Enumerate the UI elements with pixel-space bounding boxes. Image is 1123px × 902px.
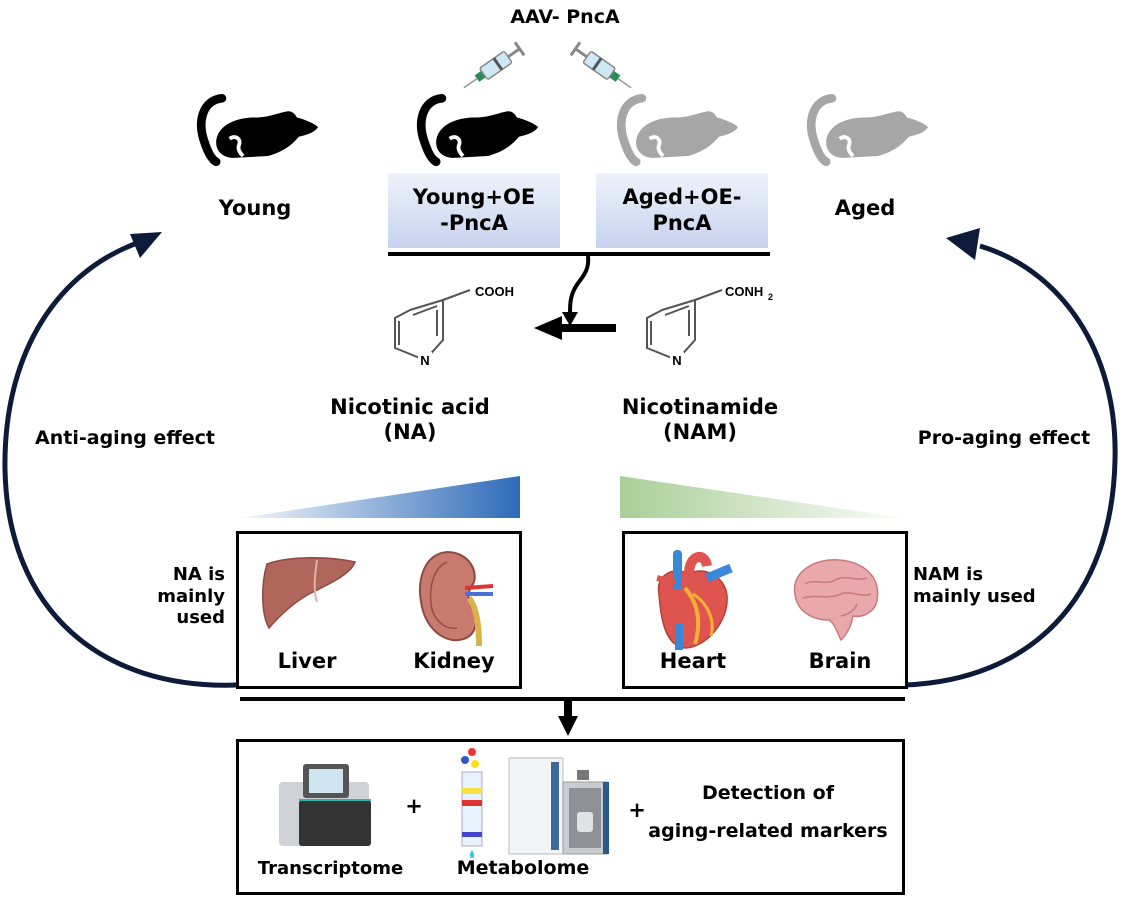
- down-arrow: [558, 700, 578, 736]
- liver-icon: [261, 557, 356, 630]
- title-aav-pnca: AAV- PncA: [510, 6, 620, 28]
- mouse-icon-young-oe: [415, 92, 540, 170]
- groups-divider-line: [388, 252, 770, 256]
- nicotinamide-structure: N CONH 2: [646, 284, 773, 368]
- plus-sign-2: +: [628, 798, 646, 822]
- nam-organs-box: Heart Brain: [622, 531, 908, 689]
- organ-label-heart: Heart: [659, 649, 727, 673]
- kidney-icon: [419, 550, 494, 647]
- organ-label-liver: Liver: [277, 649, 337, 673]
- pro-aging-arc-arrow: [904, 228, 1118, 688]
- na-ring-atom: N: [420, 353, 429, 368]
- analysis-box: + + Detection of aging-related markers T…: [236, 739, 905, 895]
- anti-aging-arc-arrow: [2, 232, 239, 688]
- group-box-young-oe: Young+OE -PncA: [388, 173, 560, 248]
- compound-name-nam: Nicotinamide (NAM): [610, 395, 790, 445]
- na-name: Nicotinic acid: [330, 395, 490, 419]
- detection-label: Detection of aging-related markers: [637, 774, 899, 850]
- mouse-icon-young: [195, 92, 320, 170]
- transcriptome-label: Transcriptome: [257, 858, 404, 879]
- nicotinic-acid-structure: N COOH: [394, 284, 514, 368]
- nam-usage-label: NAM is mainly used: [913, 564, 1053, 607]
- mouse-icon-aged-oe: [615, 92, 740, 170]
- nam-usage-line1: NAM is: [913, 564, 984, 585]
- organ-label-brain: Brain: [808, 649, 872, 673]
- na-usage-line1: NA is: [172, 564, 225, 585]
- organ-label-kidney: Kidney: [413, 649, 495, 673]
- organs-divider-line: [240, 697, 905, 701]
- group-label-young-oe-line2: -PncA: [440, 210, 508, 235]
- nam-ring-atom: N: [672, 353, 681, 368]
- nam-group-label: CONH: [725, 284, 763, 299]
- brain-icon: [793, 559, 879, 642]
- na-usage-label: NA is mainly used: [110, 564, 225, 629]
- heart-icon: [656, 550, 733, 650]
- na-abbr: (NA): [383, 420, 437, 445]
- syringe-icon-right: [569, 41, 632, 89]
- nam-name: Nicotinamide: [621, 395, 779, 419]
- anti-aging-label: Anti-aging effect: [35, 427, 215, 449]
- chromatography-column-icon: [461, 748, 483, 858]
- metabolome-label: Metabolome: [456, 857, 590, 879]
- sequencer-icon: [279, 764, 371, 846]
- detection-line1: Detection of: [702, 782, 834, 804]
- conversion-arrow: [534, 255, 616, 340]
- na-usage-line2: mainly used: [157, 585, 225, 629]
- mass-spectrometer-icon: [508, 757, 609, 855]
- group-box-aged-oe: Aged+OE- PncA: [596, 173, 768, 248]
- na-level-gradient: [240, 476, 520, 518]
- nam-abbr: (NAM): [663, 420, 737, 445]
- nam-usage-line2: mainly used: [913, 585, 1036, 607]
- group-label-young: Young: [218, 196, 292, 220]
- group-label-aged-oe-line2: PncA: [652, 210, 712, 235]
- nam-level-gradient: [620, 476, 905, 518]
- detection-line2: aging-related markers: [648, 820, 888, 842]
- group-label-aged-oe-line1: Aged+OE-: [622, 185, 742, 210]
- compound-name-na: Nicotinic acid (NA): [320, 395, 500, 445]
- mouse-icon-aged: [805, 92, 930, 170]
- nam-group-subscript: 2: [768, 292, 773, 302]
- group-label-young-oe-line1: Young+OE: [412, 185, 536, 210]
- syringe-icon-left: [463, 41, 526, 89]
- plus-sign-1: +: [405, 794, 423, 818]
- group-label-aged: Aged: [834, 196, 896, 220]
- na-organs-box: Liver Kidney: [236, 531, 522, 689]
- pro-aging-label: Pro-aging effect: [917, 427, 1091, 449]
- na-group-label: COOH: [475, 284, 514, 299]
